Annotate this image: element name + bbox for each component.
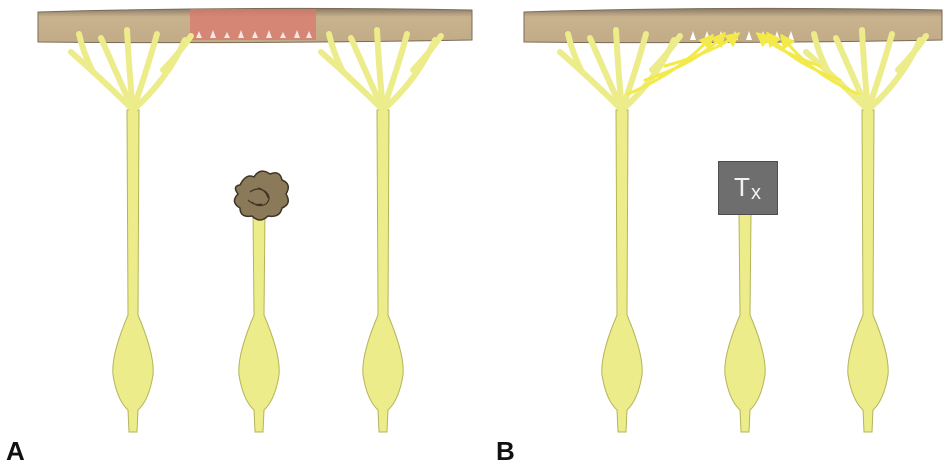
cell-b-left bbox=[560, 30, 680, 432]
cell-a-right bbox=[321, 30, 441, 432]
dendrite-branch bbox=[806, 52, 868, 110]
dendrite-branch bbox=[560, 52, 622, 110]
cell-a-left bbox=[71, 30, 191, 432]
cell-b-right bbox=[806, 30, 926, 432]
photoreceptor-cell-icon bbox=[363, 110, 403, 432]
therapy-box: Tx bbox=[718, 161, 778, 215]
photoreceptor-cell-icon bbox=[113, 110, 153, 432]
therapy-label: Tx bbox=[734, 172, 762, 205]
panel-label-b: B bbox=[496, 438, 515, 464]
cell-a-middle bbox=[239, 210, 279, 432]
photoreceptor-cell-icon bbox=[848, 110, 888, 432]
panel-label-a: A bbox=[6, 438, 25, 464]
photoreceptor-cell-icon bbox=[239, 210, 279, 432]
dendrite-branch bbox=[71, 52, 133, 110]
photoreceptor-cell-icon bbox=[725, 214, 765, 432]
degenerated-terminal-icon bbox=[234, 171, 288, 220]
dendrite-branch bbox=[321, 52, 383, 110]
photoreceptor-cell-icon bbox=[602, 110, 642, 432]
cell-b-middle bbox=[725, 214, 765, 432]
